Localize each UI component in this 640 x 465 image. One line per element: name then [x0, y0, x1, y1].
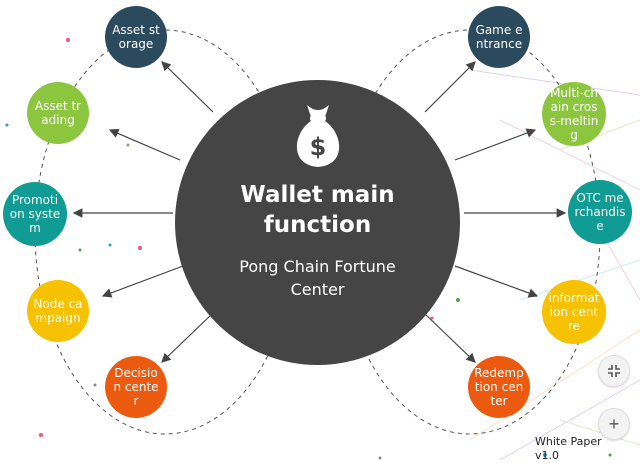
node-otc-merchandise[interactable]: OTC merchandise: [568, 180, 632, 244]
arrow-asset-trading: [108, 128, 181, 161]
node-decision-center[interactable]: Decision center: [105, 356, 167, 418]
decorative-dots: [5, 38, 612, 460]
arrow-game-entrance: [424, 61, 476, 113]
connector-arrows: [72, 61, 567, 363]
arrow-decision-center: [161, 313, 213, 363]
center-title: Wallet main function: [240, 182, 395, 238]
arrow-asset-storage: [161, 61, 214, 113]
arrow-multi-chain: [454, 128, 537, 161]
node-multi-chain-cross-melting[interactable]: Multi-chain cross-melting: [542, 82, 606, 146]
node-node-campaign[interactable]: Node campaign: [27, 280, 89, 342]
collapse-button[interactable]: [598, 355, 630, 387]
node-asset-trading[interactable]: Asset trading: [27, 82, 89, 144]
node-information-centre[interactable]: information centre: [542, 280, 606, 344]
dollar-sign: $: [310, 133, 327, 161]
arrow-information-centre: [454, 265, 539, 298]
node-promotion-system[interactable]: Promotion system: [3, 182, 67, 246]
money-bag-icon: $: [296, 105, 340, 167]
node-asset-storage[interactable]: Asset storage: [105, 6, 167, 68]
node-game-entrance[interactable]: Game entrance: [468, 6, 530, 68]
wallet-main-function-hub: $ Wallet main function Pong Chain Fortun…: [175, 80, 460, 365]
white-paper-link[interactable]: White Paper v1.0: [535, 435, 602, 462]
collapse-icon: [608, 365, 620, 377]
zoom-in-button[interactable]: +: [598, 408, 630, 440]
node-redemption-center[interactable]: Redemption center: [468, 356, 530, 418]
plus-icon: +: [608, 413, 620, 434]
center-subtitle: Pong Chain Fortune Center: [239, 257, 396, 299]
arrow-redemption-center: [424, 313, 476, 363]
arrow-node-campaign: [101, 265, 184, 298]
